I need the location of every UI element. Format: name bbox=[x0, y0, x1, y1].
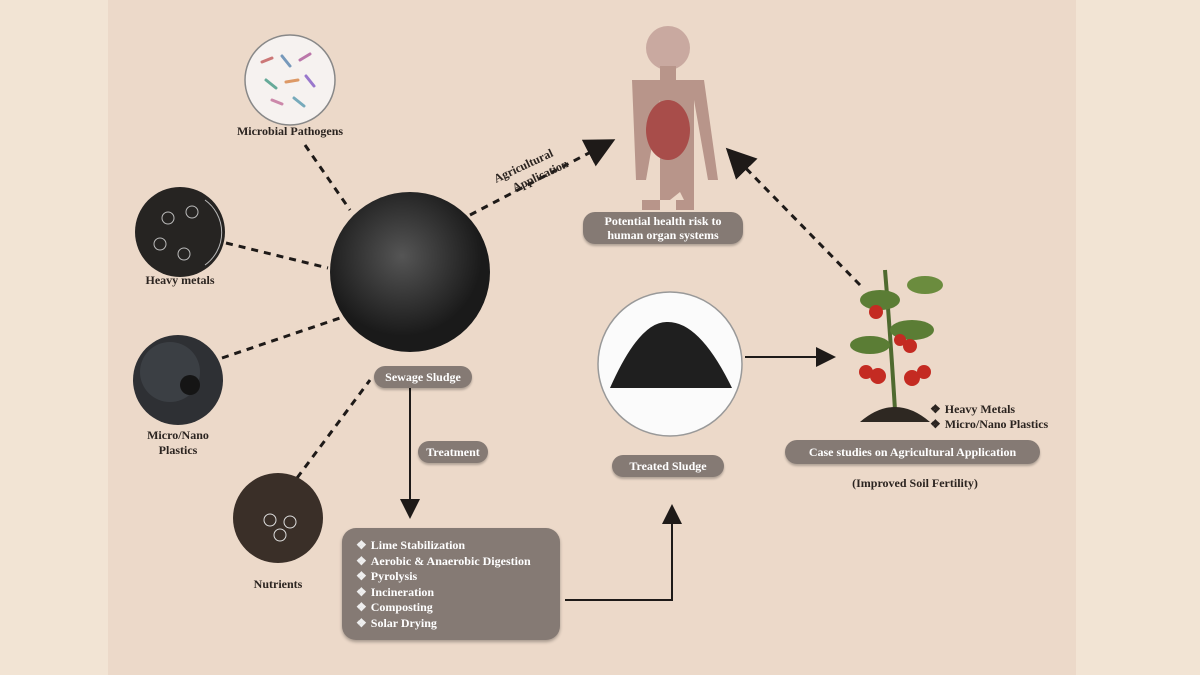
treated-sludge-image bbox=[597, 291, 743, 437]
heavy-metals-icon bbox=[135, 187, 225, 277]
agricultural-application-label: Agricultural Application bbox=[491, 146, 570, 195]
sewage-sludge-image bbox=[330, 192, 490, 352]
treatment-method: ❖Aerobic & Anaerobic Digestion bbox=[356, 553, 531, 568]
sewage-sludge-label: Sewage Sludge bbox=[374, 366, 472, 388]
treatment-methods-box: ❖Lime Stabilization ❖Aerobic & Anaerobic… bbox=[342, 528, 560, 640]
microplastics-icon bbox=[133, 335, 223, 425]
human-body-icon bbox=[632, 26, 718, 210]
treatment-method: ❖Pyrolysis bbox=[356, 569, 418, 583]
contaminant-heavy-metals: Heavy Metals bbox=[944, 402, 1016, 416]
agricultural-arrow bbox=[469, 139, 616, 217]
label-micro-nano-plastics: Micro/Nano Plastics bbox=[147, 428, 209, 457]
link-plastics bbox=[221, 316, 341, 360]
improved-fertility-label: (Improved Soil Fertility) bbox=[852, 476, 978, 490]
label-microbial-pathogens: Microbial Pathogens bbox=[236, 124, 344, 138]
treatment-method: ❖Composting bbox=[356, 600, 433, 614]
plant-contaminants: ❖Heavy Metals ❖Micro/Nano Plastics bbox=[930, 402, 1049, 431]
treatment-method: ❖Incineration bbox=[356, 584, 435, 599]
nutrients-icon bbox=[233, 473, 323, 563]
contaminant-plastics: Micro/Nano Plastics bbox=[944, 417, 1049, 431]
treatment-method: ❖Lime Stabilization bbox=[356, 538, 466, 552]
label-nutrients: Nutrients bbox=[253, 577, 303, 591]
plant-to-human-arrow bbox=[725, 147, 862, 287]
link-heavy-metals bbox=[225, 241, 329, 270]
bacteria-icon bbox=[244, 34, 336, 126]
health-risk-label: Potential health risk to human organ sys… bbox=[583, 212, 743, 244]
tomato-plant-icon bbox=[850, 269, 943, 422]
case-studies-label: Case studies on Agricultural Application bbox=[785, 440, 1040, 464]
label-heavy-metals: Heavy metals bbox=[145, 273, 215, 287]
treated-sludge-label: Treated Sludge bbox=[612, 455, 724, 477]
treatment-method: ❖Solar Drying bbox=[356, 615, 437, 630]
link-nutrients bbox=[295, 379, 372, 479]
link-pathogens bbox=[303, 144, 352, 211]
to-treated-arrow bbox=[565, 504, 682, 601]
treatment-label: Treatment bbox=[418, 441, 488, 463]
